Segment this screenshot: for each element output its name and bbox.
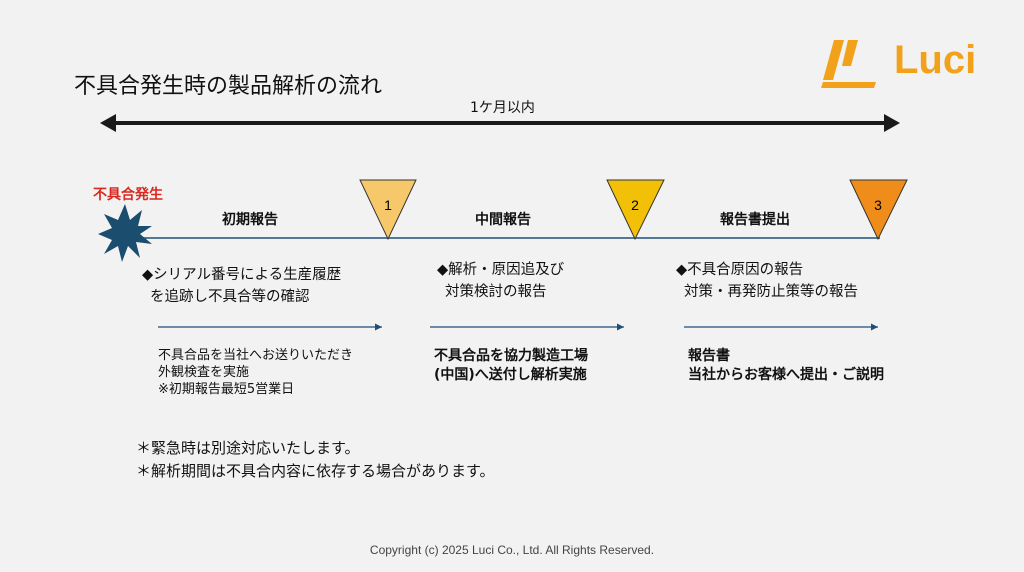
- phase-3-summary-line: ◆不具合原因の報告: [676, 262, 804, 278]
- phase-1-name: 初期報告: [222, 212, 278, 228]
- phase-2-details: 不具合品を協力製造工場 (中国)へ送付し解析実施: [434, 347, 588, 385]
- milestone-2-number: 2: [631, 197, 639, 213]
- phase-1-summary: ◆シリアル番号による生産履歴 を追跡し不具合等の確認: [142, 264, 341, 308]
- burst-icon: [98, 204, 152, 262]
- phase-1-summary-line: を追跡し不具合等の確認: [150, 289, 310, 305]
- period-label: 1ケ月以内: [470, 100, 535, 116]
- milestone-3-triangle: [849, 179, 908, 241]
- note-line: ＊解析期間は不具合内容に依存する場合があります。: [136, 462, 495, 480]
- note-line: ＊緊急時は別途対応いたします。: [136, 439, 360, 457]
- phase-2-summary: ◆解析・原因追及び 対策検討の報告: [437, 259, 564, 303]
- phase-2-summary-line: ◆解析・原因追及び: [437, 262, 565, 278]
- phase-2-summary-line: 対策検討の報告: [445, 284, 547, 300]
- phase-3-detail-line: 当社からお客様へ提出・ご説明: [688, 367, 884, 383]
- start-label: 不具合発生: [93, 187, 163, 203]
- luci-logo: [821, 40, 876, 88]
- milestone-1: 1: [359, 179, 417, 241]
- milestone-1-number: 1: [384, 197, 392, 213]
- phase-1-detail-line: 不具合品を当社へお送りいただき: [158, 348, 354, 363]
- milestone-3-number: 3: [874, 197, 882, 213]
- phase-3-summary-line: 対策・再発防止策等の報告: [684, 284, 858, 300]
- milestone-2-triangle: [606, 179, 665, 241]
- phase-3-summary: ◆不具合原因の報告 対策・再発防止策等の報告: [676, 259, 858, 303]
- page-title: 不具合発生時の製品解析の流れ: [74, 74, 383, 99]
- phase-1-summary-line: ◆シリアル番号による生産履歴: [142, 267, 342, 283]
- period-double-arrow: [100, 114, 900, 132]
- milestone-3: 3: [849, 179, 908, 241]
- logo-text: Luci: [894, 38, 977, 82]
- phase-1-detail-line: 外観検査を実施: [158, 365, 250, 380]
- copyright-footer: Copyright (c) 2025 Luci Co., Ltd. All Ri…: [369, 543, 655, 557]
- notes: ＊緊急時は別途対応いたします。 ＊解析期間は不具合内容に依存する場合があります。: [136, 437, 495, 483]
- phase-1-detail-line: ※初期報告最短5営業日: [158, 382, 295, 397]
- milestone-2: 2: [606, 179, 665, 241]
- phase-1-details: 不具合品を当社へお送りいただき 外観検査を実施 ※初期報告最短5営業日: [158, 347, 353, 398]
- phase-2-detail-line: (中国)へ送付し解析実施: [434, 367, 587, 383]
- luci-logo-mark: [821, 40, 876, 88]
- phase-2-name: 中間報告: [475, 212, 531, 228]
- milestone-1-triangle: [359, 179, 417, 241]
- phase-2-detail-line: 不具合品を協力製造工場: [434, 348, 588, 364]
- phase-3-detail-line: 報告書: [688, 348, 730, 364]
- phase-3-name: 報告書提出: [720, 212, 790, 228]
- phase-3-details: 報告書 当社からお客様へ提出・ご説明: [688, 347, 884, 385]
